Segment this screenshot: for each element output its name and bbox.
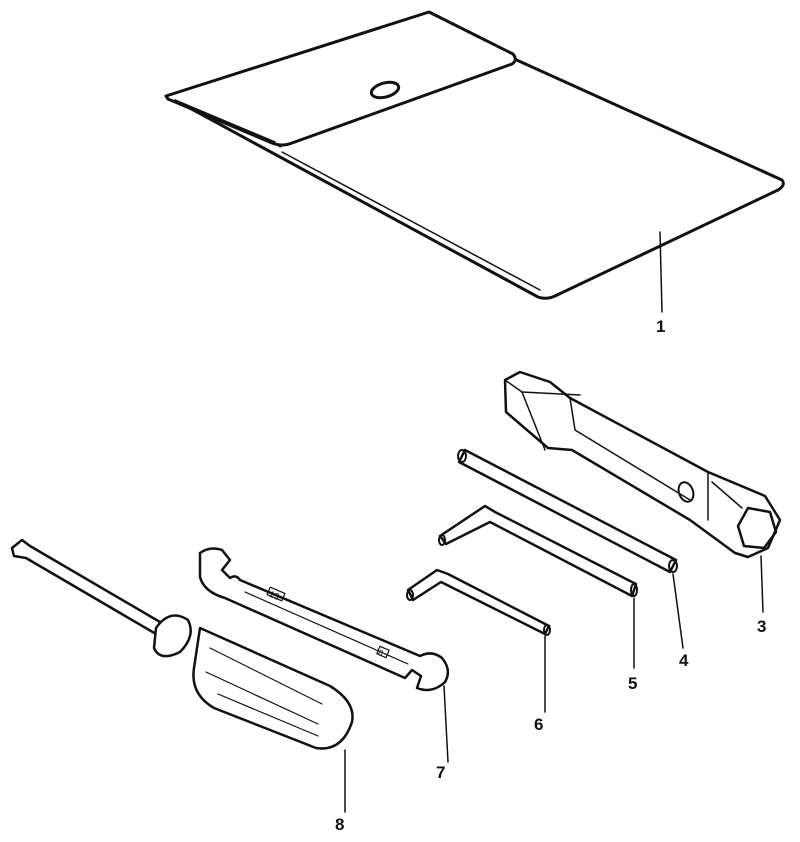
tool-pouch: [164, 10, 785, 313]
hex-key-small: [406, 568, 551, 713]
part-number-4: 4: [679, 651, 689, 670]
part-number-5: 5: [628, 674, 637, 693]
part-number-6: 6: [534, 715, 543, 734]
pouch-slot: [369, 80, 401, 100]
part-number-1: 1: [656, 317, 665, 336]
part-number-3: 3: [757, 617, 766, 636]
hex-socket: [736, 506, 778, 550]
open-end-spanner: [198, 547, 450, 763]
spanner-size-mark-top: 13: [268, 589, 281, 602]
tommy-bar: [457, 448, 684, 649]
hex-key-large: [438, 504, 638, 669]
part-number-7: 7: [436, 763, 445, 782]
screwdriver: [10, 538, 354, 813]
spanner-size-mark-bottom: 8: [377, 648, 385, 658]
part-number-8: 8: [335, 815, 344, 834]
box-spanner: [503, 370, 782, 613]
